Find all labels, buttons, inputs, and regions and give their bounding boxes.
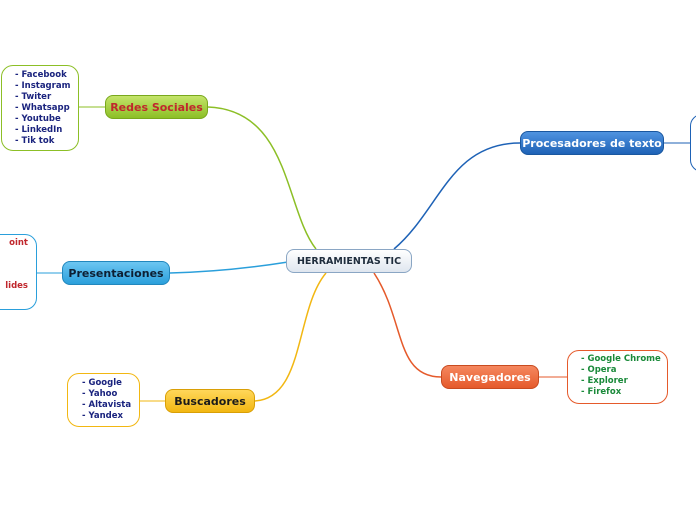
connector-redes [207, 106, 317, 250]
list-item: - Youtube [15, 114, 61, 124]
topic-redes-sociales-label: Redes Sociales [110, 100, 203, 114]
central-topic-label: HERRAMIENTAS TIC [296, 255, 402, 267]
topic-redes-sociales[interactable]: Redes Sociales [105, 95, 208, 119]
subtopic-box-redes-sociales[interactable]: - Facebook - Instagram - Twiter - Whatsa… [1, 65, 79, 151]
connector-procesadores [393, 142, 521, 250]
list-item: - Opera [581, 365, 617, 375]
list-item: - Yahoo [82, 389, 118, 399]
topic-presentaciones[interactable]: Presentaciones [62, 261, 170, 285]
topic-buscadores-label: Buscadores [174, 394, 246, 408]
list-item: - LinkedIn [15, 125, 63, 135]
connector-buscadores [254, 272, 327, 402]
central-topic-node[interactable]: HERRAMIENTAS TIC [286, 249, 412, 273]
subtopic-box-navegadores[interactable]: - Google Chrome - Opera - Explorer - Fir… [567, 350, 668, 404]
topic-presentaciones-label: Presentaciones [68, 266, 164, 280]
list-item: - Yandex [82, 411, 123, 421]
topic-navegadores-label: Navegadores [449, 370, 531, 384]
subtopic-box-buscadores[interactable]: - Google - Yahoo - Altavista - Yandex [67, 373, 140, 427]
list-item: - Google Chrome [581, 354, 661, 364]
subtopic-box-presentaciones[interactable]: oint lides [0, 234, 37, 310]
list-item: - Instagram [15, 81, 71, 91]
topic-buscadores[interactable]: Buscadores [165, 389, 255, 413]
list-item: - Twiter [15, 92, 52, 102]
topic-procesadores-label: Procesadores de texto [522, 136, 662, 150]
list-item: - Firefox [581, 387, 622, 397]
list-item: - Whatsapp [15, 103, 70, 113]
list-item: oint [9, 238, 28, 248]
list-item: - Altavista [82, 400, 132, 410]
list-item: - Explorer [581, 376, 628, 386]
list-item: - Tik tok [15, 136, 55, 146]
subtopic-box-procesadores[interactable] [690, 114, 696, 172]
connector-presentaciones [169, 261, 289, 274]
list-item: - Facebook [15, 70, 67, 80]
connector-navegadores [373, 272, 442, 378]
topic-procesadores-de-texto[interactable]: Procesadores de texto [520, 131, 664, 155]
topic-navegadores[interactable]: Navegadores [441, 365, 539, 389]
list-item: - Google [82, 378, 122, 388]
list-item: lides [5, 281, 28, 291]
